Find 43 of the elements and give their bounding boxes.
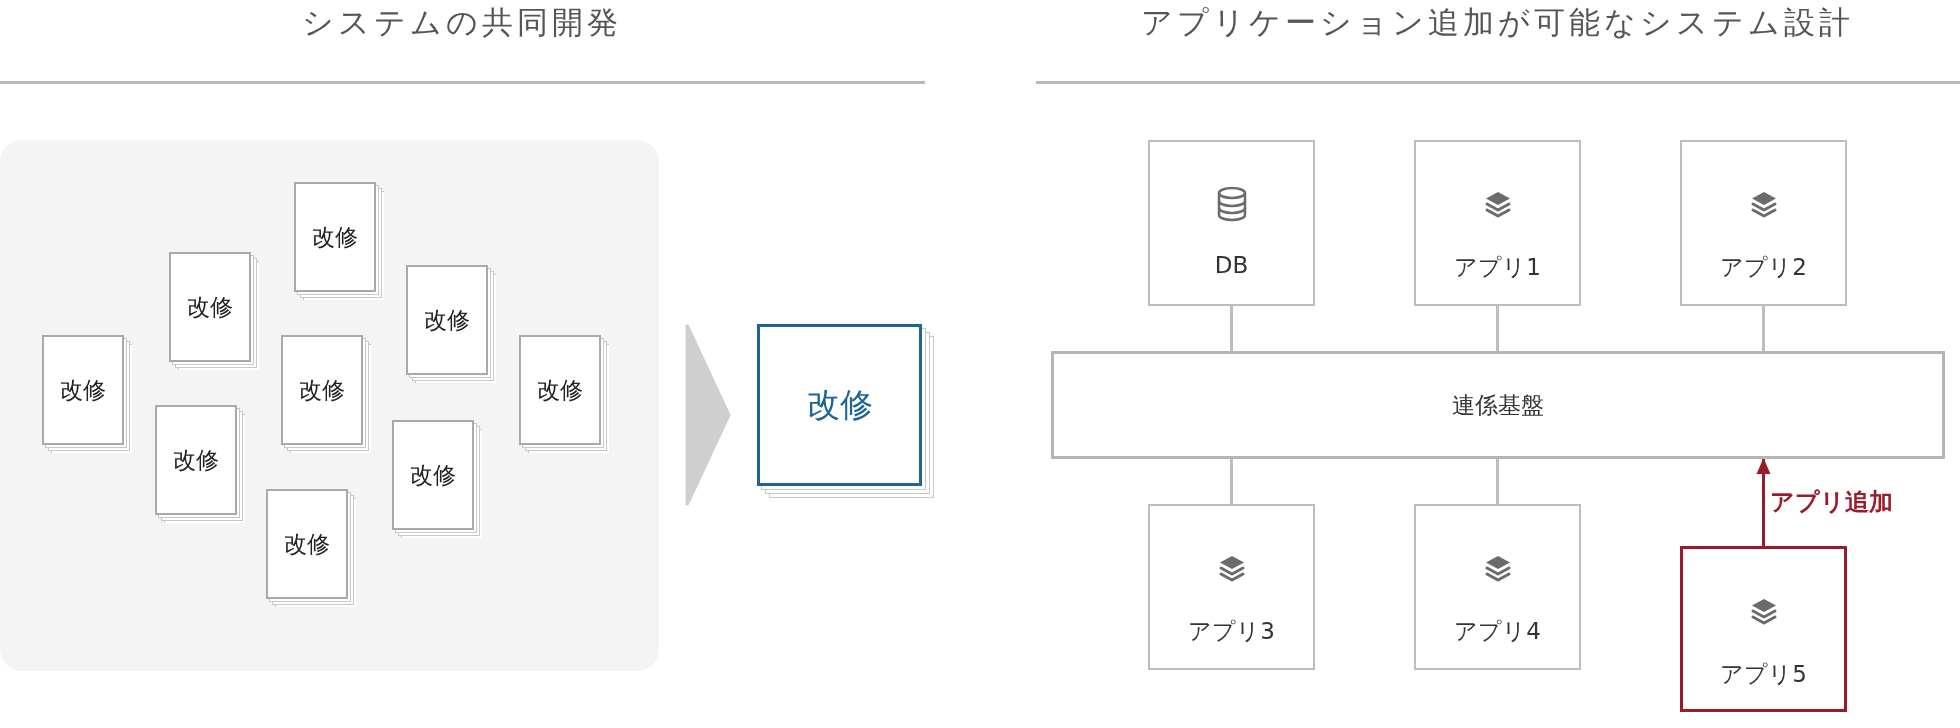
- document-stack: [155, 405, 245, 523]
- box-label: DB: [1213, 252, 1250, 278]
- document-label: 改修: [186, 293, 234, 322]
- box-label: 連係基盤: [1451, 391, 1545, 420]
- document-stack: [294, 182, 384, 300]
- document-stack: [519, 335, 609, 453]
- connector-line: [1762, 306, 1765, 351]
- document-label: 改修: [536, 376, 584, 405]
- document-stack: [169, 252, 259, 370]
- document-label: 改修: [409, 461, 457, 490]
- document-stack: [42, 335, 132, 453]
- document-stack: [266, 489, 356, 607]
- connector-line: [1496, 459, 1499, 504]
- app-box: [1148, 504, 1315, 670]
- database-box: [1148, 140, 1315, 306]
- chevron-arrow: [685, 323, 731, 507]
- section-heading: システムの共同開発: [302, 3, 622, 42]
- document-label: 改修: [423, 306, 471, 335]
- document-label: 改修: [298, 376, 346, 405]
- platform-bar: [1051, 351, 1945, 459]
- document-label: 改修: [805, 384, 874, 426]
- document-label: 改修: [59, 376, 107, 405]
- document-stack: [281, 335, 371, 453]
- document-label: 改修: [311, 223, 359, 252]
- section-heading: アプリケーション追加が可能なシステム設計: [1140, 3, 1854, 42]
- document-label: 改修: [172, 446, 220, 475]
- connector-line: [1496, 306, 1499, 351]
- document-label: 改修: [283, 530, 331, 559]
- box-label: アプリ3: [1187, 617, 1276, 646]
- panel-background: [0, 140, 659, 671]
- arrow: [1756, 458, 1771, 546]
- box-label: アプリ2: [1719, 253, 1808, 282]
- box-label: アプリ1: [1453, 253, 1542, 282]
- box-label: アプリ4: [1453, 617, 1542, 646]
- app-box: [1414, 140, 1581, 306]
- app-box: [1414, 504, 1581, 670]
- document-stack: [392, 420, 482, 538]
- box-label: アプリ5: [1719, 660, 1808, 689]
- connector-line: [1230, 306, 1233, 351]
- app-box: [1680, 546, 1847, 712]
- connector-line: [1230, 459, 1233, 504]
- document-stack: [406, 265, 496, 383]
- app-box: [1680, 140, 1847, 306]
